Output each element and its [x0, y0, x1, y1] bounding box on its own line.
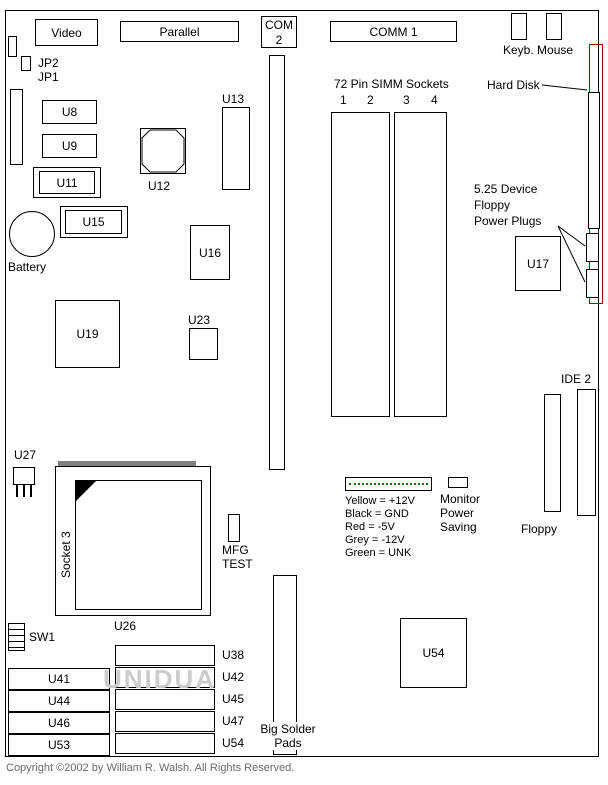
- jp2-jumper: [21, 56, 31, 71]
- device-label-line2: Floppy: [474, 198, 511, 212]
- chip-u45-label: U45: [222, 692, 245, 706]
- socket3-label: Socket 3: [59, 531, 73, 579]
- battery-label: Battery: [8, 260, 47, 274]
- big-solder-pads-label: Big Solder Pads: [252, 722, 324, 750]
- chip-u42-label: U42: [222, 670, 245, 684]
- monitor-power-saving-jumper: [448, 477, 468, 488]
- monitor-saving-line3: Saving: [440, 520, 477, 534]
- chip-u46: U46: [8, 712, 110, 734]
- video-port: Video: [35, 19, 98, 46]
- big-solder-line1: Big Solder: [260, 722, 316, 736]
- transistor-leg-3: [30, 484, 32, 497]
- chip-u47-label: U47: [222, 714, 245, 728]
- chip-u45: [115, 689, 215, 710]
- chip-u16: U16: [190, 225, 230, 280]
- parallel-port: Parallel: [120, 21, 239, 42]
- chip-u23-label: U23: [188, 313, 211, 327]
- chip-u17: U17: [515, 236, 561, 291]
- simm-socket-3-4: [394, 112, 447, 417]
- chip-u38: [115, 645, 215, 666]
- chip-u54-small: [115, 733, 215, 754]
- left-edge-small-connector: [8, 36, 17, 57]
- chip-u44: U44: [8, 690, 110, 712]
- device-label-line1: 5.25 Device: [474, 182, 538, 196]
- chip-u53: U53: [8, 734, 110, 756]
- chip-u54-small-label: U54: [222, 736, 245, 750]
- chip-u15: U15: [65, 210, 122, 234]
- chip-u11: U11: [39, 171, 95, 194]
- hard-disk-label: Hard Disk: [487, 78, 540, 92]
- chip-u8: U8: [42, 100, 97, 124]
- socket3-inner: [75, 480, 202, 610]
- test-label: TEST: [222, 557, 253, 571]
- transistor-leg-1: [16, 484, 18, 497]
- chip-u42: [115, 667, 215, 688]
- legend-grey: Grey = -12V: [345, 534, 405, 546]
- device-label-line3: Power Plugs: [474, 214, 542, 228]
- power-plug-1: [586, 233, 599, 262]
- chip-u12-chamfer: [141, 129, 185, 173]
- legend-black: Black = GND: [345, 508, 409, 520]
- battery: [9, 211, 55, 257]
- power-connector: [345, 477, 432, 491]
- socket3-gray-bar: [58, 461, 196, 468]
- monitor-saving-line1: Monitor: [440, 492, 481, 506]
- sw1-dip-switch: [8, 623, 25, 651]
- legend-red: Red = -5V: [345, 521, 395, 533]
- copyright-text: Copyright ©2002 by William R. Walsh. All…: [6, 762, 295, 774]
- keyb-mouse-label: Keyb. Mouse: [503, 43, 574, 57]
- chip-u19: U19: [55, 300, 120, 368]
- chip-u41: U41: [8, 668, 110, 690]
- keyboard-connector: [511, 13, 527, 40]
- simm-number-2: 2: [367, 93, 374, 107]
- mfg-label: MFG: [222, 543, 249, 557]
- chip-u12-socket: [140, 128, 186, 174]
- simm-number-3: 3: [403, 93, 410, 107]
- power-connector-pins-dotted-line: [349, 483, 428, 485]
- legend-yellow: Yellow = +12V: [345, 495, 415, 507]
- monitor-saving-line2: Power: [440, 506, 475, 520]
- floppy-label: Floppy: [521, 522, 558, 536]
- chip-u9: U9: [42, 134, 97, 158]
- legend-green: Green = UNK: [345, 547, 412, 559]
- chip-u54: U54: [400, 618, 467, 688]
- ide2-label: IDE 2: [561, 372, 592, 386]
- chip-u38-label: U38: [222, 648, 245, 662]
- chip-u13: [222, 107, 250, 190]
- transistor-leg-2: [23, 484, 25, 497]
- chip-u26-label: U26: [114, 619, 137, 633]
- left-edge-connector: [10, 89, 23, 165]
- watermark: UNIDUA: [103, 664, 217, 694]
- mouse-connector: [546, 13, 562, 40]
- board-outline: [5, 10, 599, 757]
- power-plug-2: [586, 269, 599, 298]
- jp1-label: JP1: [38, 70, 59, 84]
- chip-u12-label: U12: [148, 179, 171, 193]
- simm-title: 72 Pin SIMM Sockets: [334, 77, 449, 91]
- chip-u27-label: U27: [14, 448, 37, 462]
- chip-u13-label: U13: [222, 92, 245, 106]
- simm-socket-1-2: [331, 112, 390, 417]
- simm-number-4: 4: [431, 93, 438, 107]
- floppy-connector: [544, 394, 561, 512]
- simm-number-1: 1: [340, 93, 347, 107]
- hard-disk-connector: [588, 92, 600, 229]
- chip-u23: [189, 328, 218, 360]
- ide2-connector: [577, 389, 596, 516]
- big-solder-line2: Pads: [274, 736, 302, 750]
- sw1-label: SW1: [29, 630, 56, 644]
- chip-u47: [115, 711, 215, 732]
- com2-port: COM 2: [261, 16, 297, 48]
- jp2-label: JP2: [38, 56, 59, 70]
- riser-slot: [269, 55, 285, 470]
- transistor-u27-body: [13, 467, 35, 485]
- comm1-port: COMM 1: [330, 21, 457, 42]
- mfg-test-header: [228, 514, 240, 542]
